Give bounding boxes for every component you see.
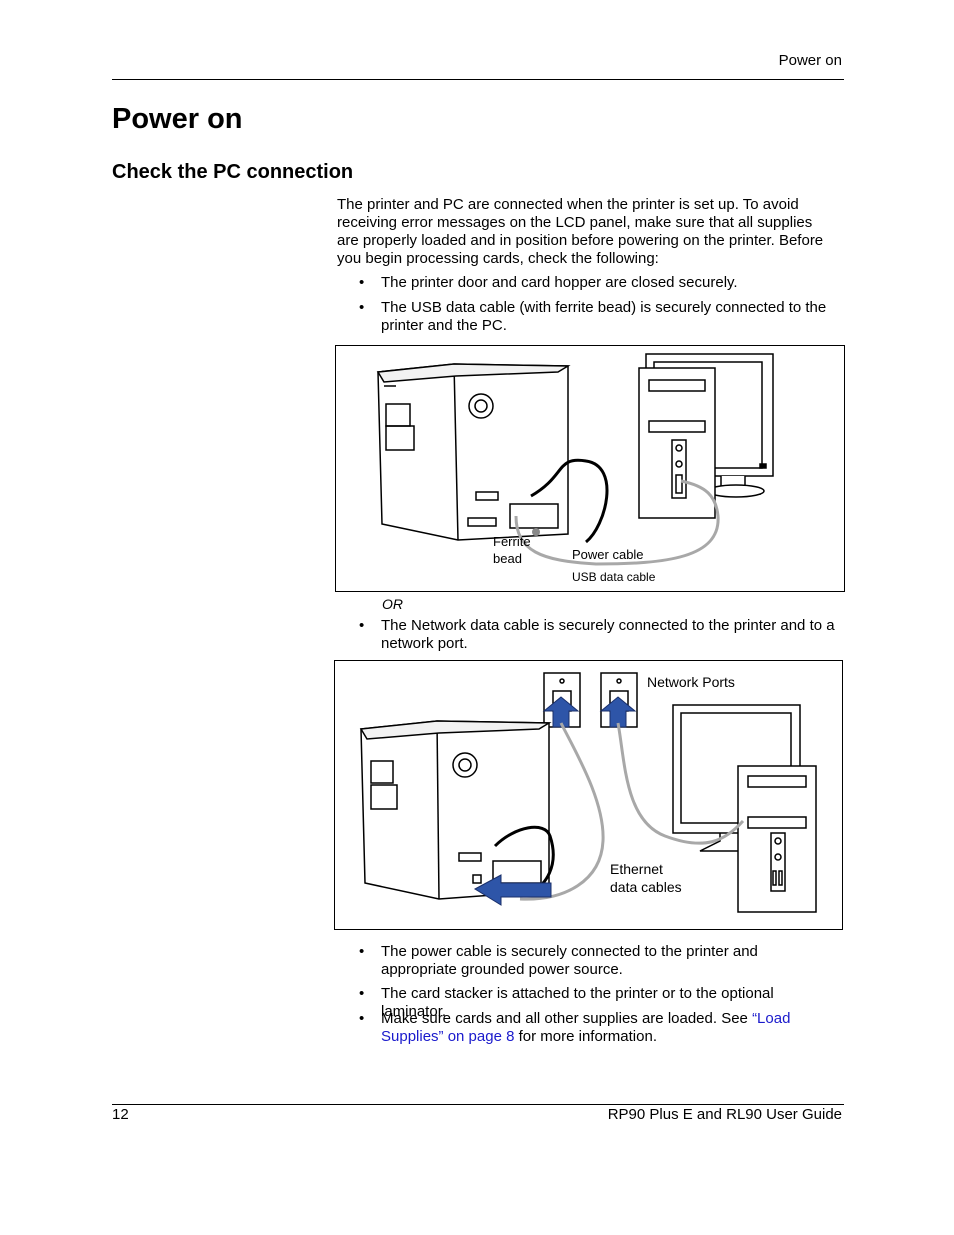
list-item: • The power cable is securely connected … — [359, 943, 837, 979]
blue-arrow-icon — [542, 696, 637, 728]
printer-illustration — [376, 363, 571, 541]
intro-paragraph: The printer and PC are connected when th… — [337, 196, 824, 267]
document-title: RP90 Plus E and RL90 User Guide — [607, 1106, 842, 1123]
computer-illustration — [638, 353, 774, 519]
bullet-marker: • — [359, 617, 365, 634]
load-supplies-link[interactable]: “Load Supplies” on page 8 — [381, 1010, 791, 1045]
list-item: • The Network data cable is securely con… — [359, 617, 837, 653]
list-item: • Make sure cards and all other supplies… — [359, 1010, 837, 1046]
ferrite-bead-icon — [532, 528, 540, 536]
printer-illustration — [359, 720, 552, 900]
bullet-marker: • — [359, 985, 365, 1002]
usb-connection-figure: Ferrite bead Power cable USB data cable — [335, 345, 845, 592]
bullet-marker: • — [359, 1010, 365, 1027]
page-number: 12 — [112, 1106, 129, 1123]
list-item-text-after: for more information. — [514, 1028, 657, 1045]
bullet-marker: • — [359, 943, 365, 960]
ethernet-label-1: Ethernet — [610, 861, 663, 877]
list-item: • The USB data cable (with ferrite bead)… — [359, 299, 837, 335]
section-title: Check the PC connection — [112, 161, 354, 183]
blue-arrow-icon — [473, 874, 552, 906]
list-item: • The card stacker is attached to the pr… — [359, 985, 837, 1021]
list-item-text: The power cable is securely connected to… — [381, 943, 758, 978]
ferrite-label-1: Ferrite — [493, 534, 531, 549]
list-item-text-before: Make sure cards and all other supplies a… — [381, 1010, 753, 1027]
list-item: • The printer door and card hopper are c… — [359, 274, 837, 292]
power-cable-line — [530, 458, 609, 544]
list-item-text: The card stacker is attached to the prin… — [381, 985, 774, 1020]
network-connection-illustration: Network Ports — [359, 672, 817, 913]
list-item-text: The printer door and card hopper are clo… — [381, 274, 738, 291]
power-cable-label: Power cable — [572, 547, 644, 562]
bullet-marker: • — [359, 274, 365, 291]
page-title: Power on — [112, 103, 243, 135]
usb-cable-label: USB data cable — [572, 570, 656, 584]
or-separator: OR — [382, 596, 403, 612]
list-item-text: Make sure cards and all other supplies a… — [381, 1010, 837, 1046]
ethernet-cable-line — [616, 722, 745, 845]
network-connection-figure: Network Ports — [334, 660, 843, 930]
bullet-marker: • — [359, 299, 365, 316]
header-rule — [112, 79, 844, 80]
running-head: Power on — [778, 52, 842, 69]
computer-illustration — [672, 704, 817, 913]
list-item-text: The Network data cable is securely conne… — [381, 617, 835, 652]
usb-connection-illustration: Ferrite bead Power cable USB data cable — [376, 353, 774, 584]
ferrite-label-2: bead — [493, 551, 522, 566]
footer-rule — [112, 1104, 844, 1105]
usb-cable-line — [514, 479, 720, 566]
ethernet-cable-line — [519, 722, 605, 901]
list-item-text: The USB data cable (with ferrite bead) i… — [381, 299, 827, 334]
ethernet-label-2: data cables — [610, 879, 682, 895]
network-ports-label: Network Ports — [647, 674, 735, 690]
